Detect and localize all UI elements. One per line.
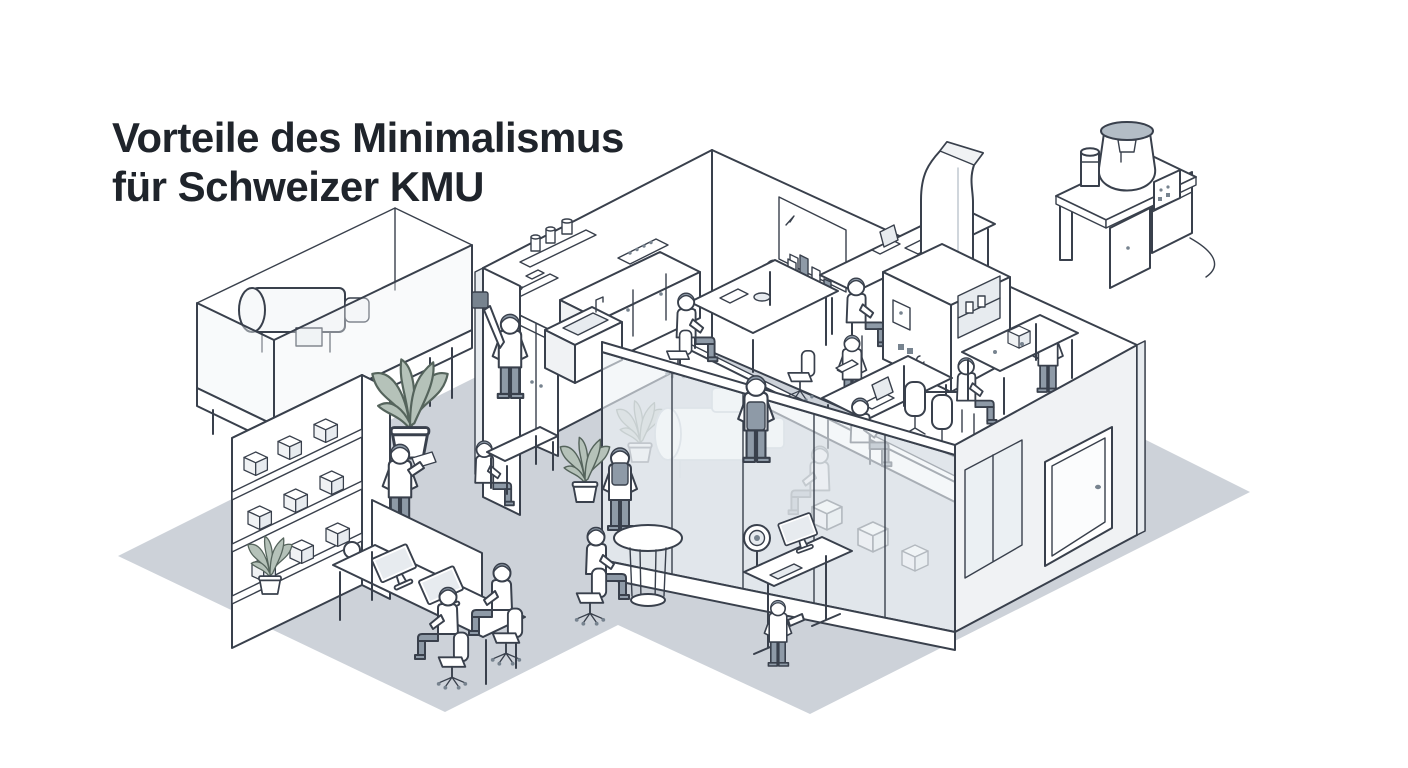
control-panel	[1153, 169, 1181, 211]
small-workbench-group	[474, 426, 559, 507]
lab-bench-group	[1055, 121, 1216, 289]
standing-desk-group	[743, 511, 853, 667]
apron	[746, 401, 766, 431]
laptop-icon	[871, 224, 901, 255]
case-machine	[238, 287, 370, 353]
machine-part	[471, 291, 489, 309]
page-title-line2: für Schweizer KMU	[112, 162, 484, 210]
parts-box	[1007, 325, 1031, 349]
standing-desk-top	[743, 536, 853, 587]
right-wall	[954, 340, 1146, 633]
page-title-line1: Vorteile des Minimalismus	[112, 114, 624, 162]
kitchen-area	[496, 218, 701, 457]
round-table-group	[573, 447, 683, 627]
assembly-table-group	[956, 314, 1079, 437]
dual-desk-group	[332, 499, 526, 691]
round-table	[613, 524, 683, 552]
canister	[1080, 147, 1100, 187]
wall-chart-poster	[778, 196, 847, 293]
meeting-table-group	[664, 259, 839, 380]
display-case-worker	[471, 291, 529, 400]
entry-door	[1044, 426, 1113, 567]
keyboard-icon	[769, 563, 803, 580]
laptop-icon	[861, 376, 895, 410]
page-title: Vorteile des Minimalismus für Schweizer …	[112, 114, 624, 211]
glass-jar	[1097, 121, 1157, 192]
laptop-desk-group	[821, 334, 953, 468]
wall-device-icon	[743, 524, 771, 567]
standing-worker-with-paper	[381, 443, 437, 530]
door-knob-icon	[1095, 484, 1101, 490]
desk-chair	[904, 381, 953, 448]
walking-worker	[737, 374, 775, 464]
